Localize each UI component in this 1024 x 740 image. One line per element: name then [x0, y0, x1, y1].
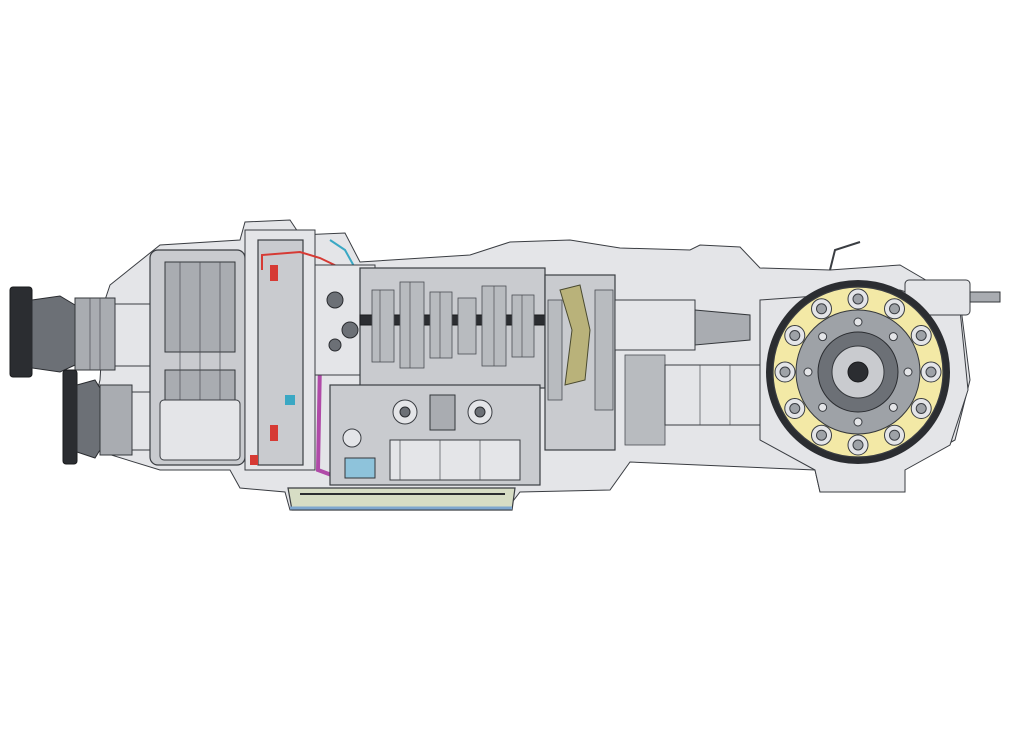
oil-pump-plate [244, 229, 346, 471]
crown-wheel [766, 280, 950, 464]
crown-wheel-bolt [784, 398, 806, 419]
input-flange-lower [62, 369, 163, 465]
crown-wheel-bolts [774, 288, 942, 456]
crown-wheel-bolt [774, 361, 796, 383]
hub-stud [853, 417, 863, 427]
oil-sump [287, 487, 516, 511]
input-flange-upper [9, 286, 156, 378]
valve-body [329, 384, 541, 486]
crown-wheel-bolt [847, 288, 869, 310]
gear-cluster [359, 267, 546, 389]
shift-fork [544, 274, 616, 451]
hub-stud [888, 402, 898, 412]
hub-stud [903, 367, 913, 377]
crown-wheel-bolt [847, 434, 869, 456]
crown-wheel-bolt [784, 325, 806, 346]
crown-wheel-bolt [811, 424, 832, 446]
hub-stud [818, 332, 828, 342]
clutch-housing [149, 249, 246, 466]
crown-wheel-bolt [811, 298, 832, 320]
hub-stud [888, 332, 898, 342]
hub-stud [818, 402, 828, 412]
crown-wheel-bolt [910, 398, 932, 419]
hub-studs [803, 317, 913, 427]
crown-wheel-bolt [920, 361, 942, 383]
hub-stud [803, 367, 813, 377]
crown-wheel-bolt [884, 298, 905, 320]
hub-stud [853, 317, 863, 327]
crown-wheel-bolt [910, 325, 932, 346]
output-shaft [614, 299, 776, 446]
crown-wheel-bolt [884, 424, 905, 446]
